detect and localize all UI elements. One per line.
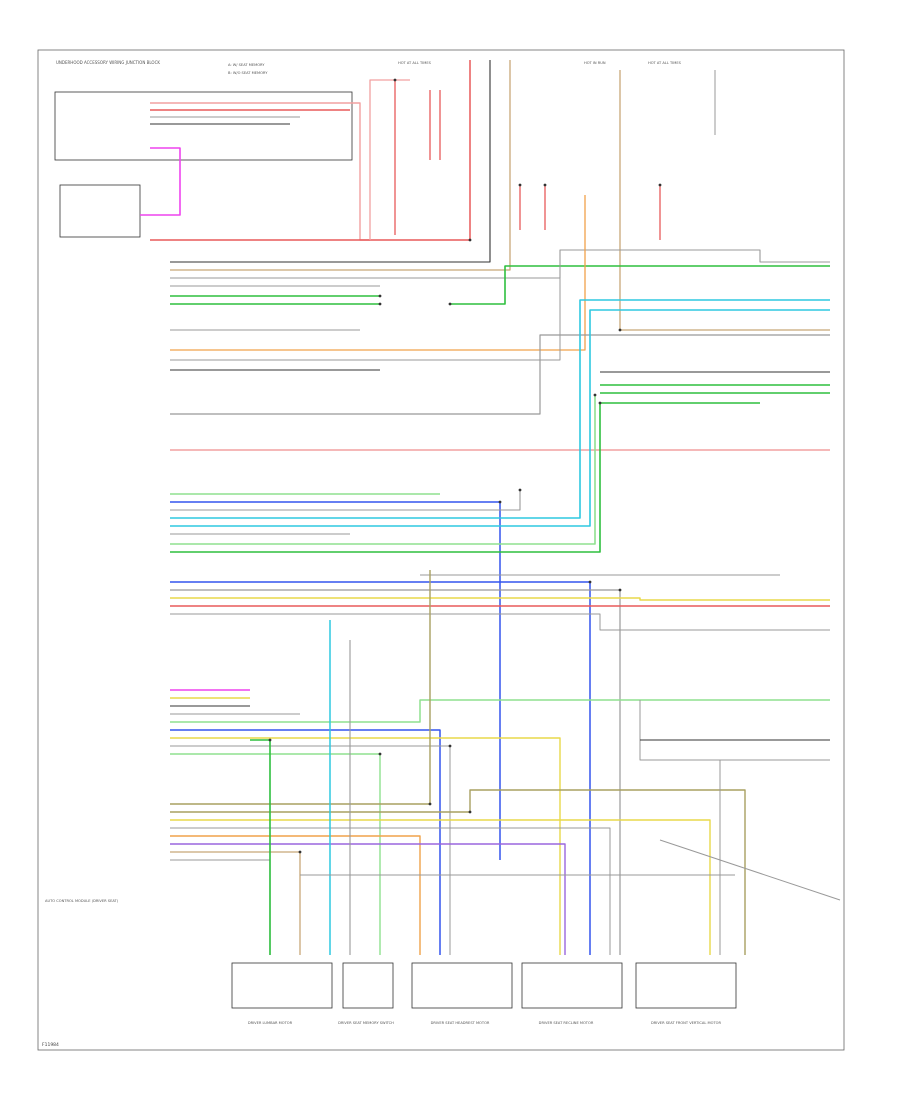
wire-61	[170, 851, 301, 955]
splice-dot	[543, 183, 547, 187]
diagram-border	[37, 49, 845, 1051]
junction-block-label: UNDERHOOD ACCESSORY WIRING JUNCTION BLOC…	[56, 60, 160, 65]
splice-dot	[428, 802, 432, 806]
component-label-4: DRIVER SEAT RECLINE MOTOR	[539, 1021, 594, 1025]
splice-dot	[618, 328, 622, 332]
splice-dot	[518, 183, 522, 187]
footer-code: F11984	[42, 1042, 59, 1048]
wire-36	[170, 309, 830, 527]
wire-24	[170, 195, 586, 351]
wire-6	[150, 60, 471, 241]
wire-50	[170, 699, 830, 723]
wire-59	[170, 835, 421, 955]
splice-dot	[298, 850, 302, 854]
wire-22	[450, 265, 830, 305]
note-a-text: A: W/ SEAT MEMORY	[228, 63, 265, 67]
wire-28	[170, 334, 830, 415]
splice-dot	[658, 183, 662, 187]
splice-dot	[588, 580, 592, 584]
note-b-text: B: W/O SEAT MEMORY	[228, 71, 268, 75]
splice-dot	[593, 393, 597, 397]
splice-dot	[518, 488, 522, 492]
wire-18	[170, 249, 830, 279]
splice-dot	[378, 294, 382, 298]
wire-34	[170, 490, 521, 511]
wire-62	[170, 859, 271, 955]
wire-69	[659, 839, 841, 901]
splice-dot	[498, 500, 502, 504]
lumbar-motor-box	[231, 962, 333, 1009]
junction-block-box	[54, 91, 353, 161]
wire-60	[170, 843, 566, 955]
wire-51	[170, 729, 441, 955]
splice-dot	[448, 744, 452, 748]
component-label-5: DRIVER SEAT FRONT VERTICAL MOTOR	[651, 1021, 721, 1025]
splice-dot	[448, 302, 452, 306]
component-label-1: DRIVER LUMBAR MOTOR	[248, 1021, 293, 1025]
wire-55	[170, 570, 431, 805]
wire-54	[170, 753, 381, 955]
component-label-2: DRIVER SEAT MEMORY SWITCH	[338, 1021, 394, 1025]
wire-41	[170, 589, 621, 955]
wire-42	[170, 597, 830, 601]
component-label-3: DRIVER SEAT HEADREST MOTOR	[431, 1021, 490, 1025]
auto-control-module-label: AUTO CONTROL MODULE (DRIVER SEAT)	[45, 899, 119, 903]
wire-39	[170, 402, 760, 553]
wire-7	[369, 79, 410, 240]
wire-53	[170, 745, 451, 955]
recline-motor-box	[521, 962, 623, 1009]
wire-52	[170, 737, 561, 955]
wire-44	[170, 613, 830, 631]
splice-dot	[393, 78, 397, 82]
wire-38	[170, 395, 596, 545]
vertical-motor-box	[635, 962, 737, 1009]
wire-63	[250, 739, 271, 955]
wire-group	[140, 60, 841, 955]
headrest-motor-box	[411, 962, 513, 1009]
splice-dot	[378, 752, 382, 756]
splice-dot	[268, 738, 272, 742]
splice-dot	[468, 238, 472, 242]
wire-58	[170, 827, 611, 955]
fuse-label-1: HOT AT ALL TIMES	[398, 61, 432, 65]
wire-17	[170, 60, 511, 271]
wire-25	[170, 260, 561, 361]
wire-35	[170, 299, 830, 519]
wire-66	[639, 700, 830, 761]
wire-5	[140, 147, 181, 216]
splice-dot	[378, 302, 382, 306]
memory-switch-box	[342, 962, 394, 1009]
wire-16	[170, 60, 491, 263]
splice-dot	[618, 588, 622, 592]
splice-dot	[598, 401, 602, 405]
wire-56	[170, 789, 746, 955]
fuse-label-2: HOT IN RUN	[584, 61, 606, 65]
relay-box	[59, 184, 141, 238]
wire-14	[619, 70, 830, 331]
fuse-label-3: HOT AT ALL TIMES	[648, 61, 682, 65]
splice-dot	[468, 810, 472, 814]
